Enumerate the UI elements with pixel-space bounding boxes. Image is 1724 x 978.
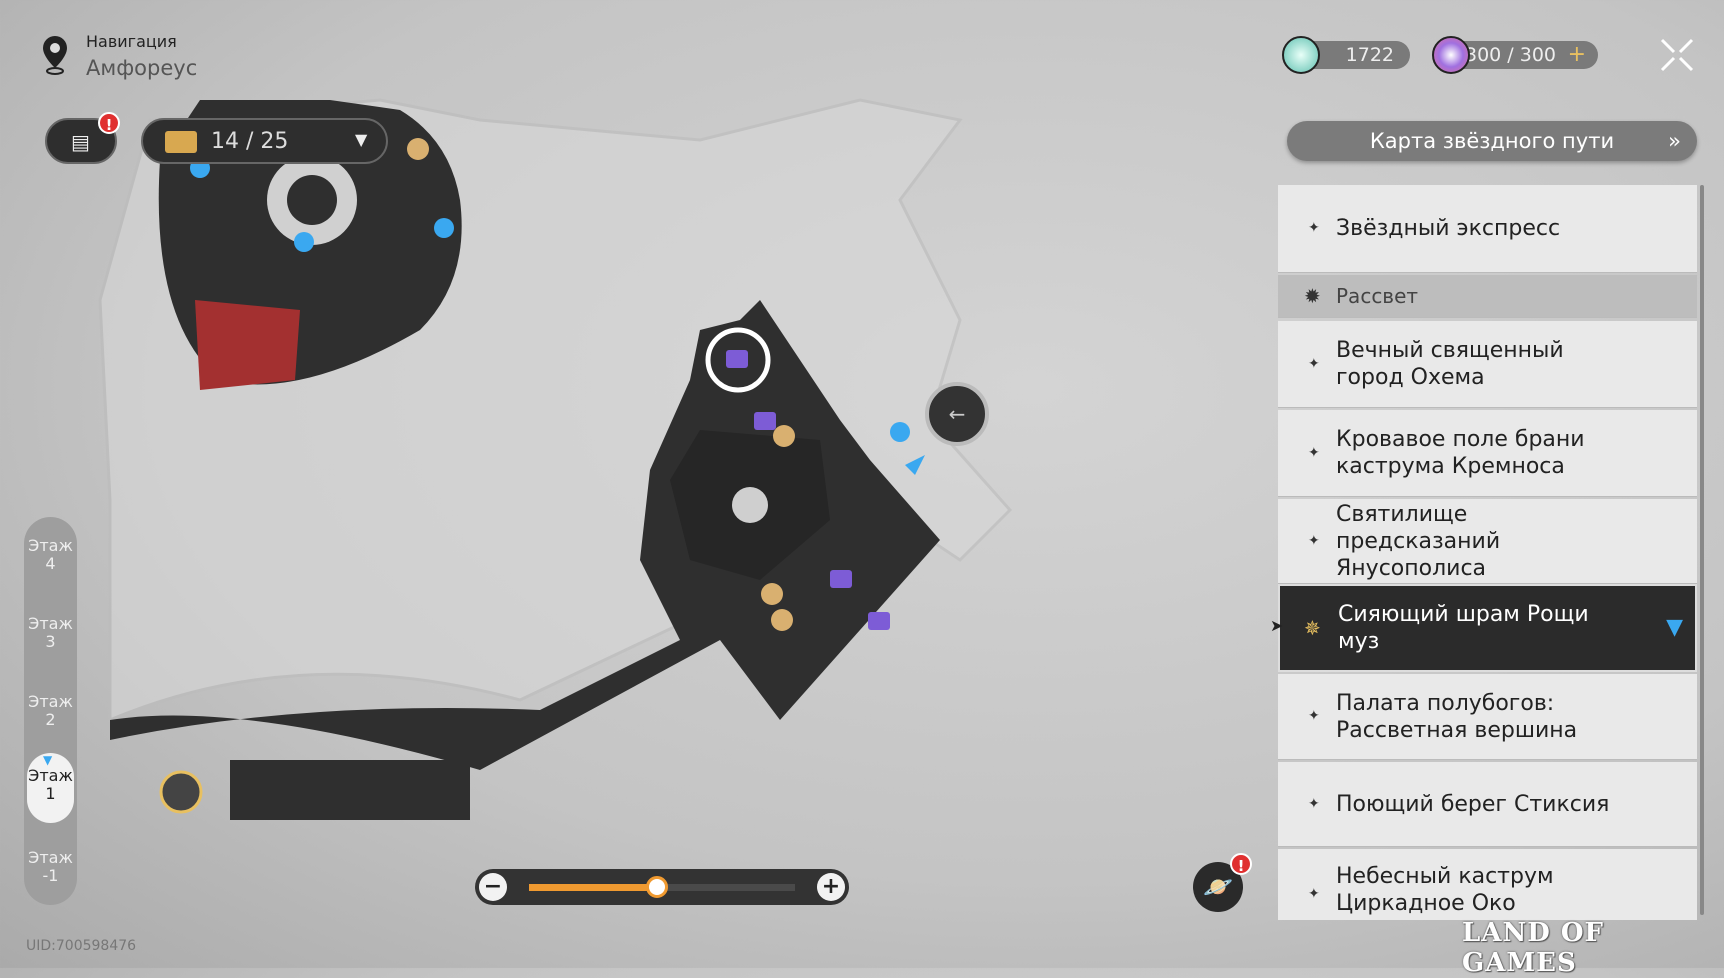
player-arrow-icon — [905, 455, 925, 475]
area-item[interactable]: ✦Святилище предсказаний Янусополиса — [1278, 499, 1697, 584]
area-item[interactable]: ✦Вечный священный город Охема — [1278, 321, 1697, 408]
floor-2[interactable]: Этаж 2 — [28, 692, 73, 729]
trailblaze-power-counter: 300 / 300 + — [1432, 36, 1598, 74]
area-item-selected[interactable]: ✵Сияющий шрам Рощи муз▼ — [1278, 584, 1697, 672]
zoom-out-button[interactable]: − — [479, 873, 507, 901]
star-path-map-button[interactable]: Карта звёздного пути » — [1287, 121, 1697, 161]
area-item[interactable]: ✦Кровавое поле брани каструма Кремноса — [1278, 410, 1697, 497]
chest-count: 14 / 25 — [211, 129, 289, 154]
fuel-counter[interactable]: 1722 — [1282, 36, 1410, 74]
space-anchor-icon: ✵ — [1304, 615, 1321, 640]
navigation-title: Навигация — [86, 32, 177, 51]
power-value: 300 / 300 — [1464, 44, 1556, 66]
alert-badge: ! — [98, 112, 120, 134]
chest-marker-icon — [868, 612, 890, 630]
region-header: ✹Рассвет — [1278, 275, 1697, 318]
warp-marker-icon — [434, 218, 454, 238]
treasure-markers — [726, 350, 890, 630]
chest-marker-icon — [726, 350, 748, 368]
uid-label: UID:700598476 — [26, 938, 137, 954]
fuel-orb-icon — [1282, 36, 1320, 74]
puzzle-marker-icon — [771, 609, 793, 631]
close-icon — [1660, 38, 1694, 72]
zoom-in-button[interactable]: + — [817, 873, 845, 901]
selection-pointer-icon: ➤ — [1270, 616, 1284, 635]
chevron-down-icon: ▼ — [355, 130, 368, 149]
svg-text:←: ← — [949, 402, 966, 426]
current-location-icon: ▼ — [1666, 615, 1683, 640]
floor-minus-1[interactable]: Этаж -1 — [28, 848, 73, 885]
mission-log-button[interactable]: ▤ — [45, 118, 117, 164]
star-path-label: Карта звёздного пути — [1369, 129, 1615, 153]
list-scrollbar[interactable] — [1700, 185, 1704, 915]
selection-ring — [705, 327, 771, 393]
close-button[interactable] — [1658, 36, 1696, 74]
watermark: LAND OF GAMES — [1462, 918, 1604, 978]
area-list: ✦Звёздный экспресс ✹Рассвет ✦Вечный свящ… — [1278, 185, 1697, 920]
area-item[interactable]: ✦Палата полубогов: Рассветная вершина — [1278, 674, 1697, 760]
sun-icon: ✹ — [1304, 283, 1321, 308]
restricted-area — [195, 300, 300, 390]
planet-icon: 🪐 — [1203, 873, 1233, 901]
map-pin-icon — [40, 34, 70, 80]
alert-badge: ! — [1230, 853, 1252, 875]
floor-selector: Этаж 4 Этаж 3 Этаж 2 Этаж 1 ▼ Этаж -1 — [24, 517, 77, 905]
chest-icon — [165, 131, 197, 153]
location-name: Амфореус — [86, 56, 198, 80]
floor-1-selected[interactable]: Этаж 1 — [27, 753, 74, 823]
clipboard-icon: ▤ — [71, 130, 90, 154]
floor-4[interactable]: Этаж 4 — [28, 536, 73, 573]
warp-marker-icon — [890, 422, 910, 442]
zoom-track[interactable] — [529, 876, 795, 898]
power-orb-icon — [1432, 36, 1470, 74]
treasure-counter-dropdown[interactable]: 14 / 25 ▼ — [141, 118, 388, 164]
zoom-fill — [529, 884, 657, 891]
chest-marker-icon — [830, 570, 852, 588]
double-chevron-icon: » — [1668, 129, 1681, 153]
puzzle-marker-icon — [761, 583, 783, 605]
add-power-button[interactable]: + — [1567, 42, 1586, 67]
space-anchor-icon — [159, 770, 203, 814]
exit-marker-icon — [925, 382, 989, 446]
chest-marker-icon — [754, 412, 776, 430]
star-icon: ✦ — [1308, 220, 1320, 236]
current-floor-icon: ▼ — [43, 753, 53, 767]
zoom-slider-handle[interactable] — [645, 876, 668, 898]
area-item[interactable]: ✦Поющий берег Стиксия — [1278, 762, 1697, 847]
zoom-control: − + — [475, 869, 849, 905]
puzzle-marker-icon — [407, 138, 429, 160]
warp-marker-icon — [294, 232, 314, 252]
floor-3[interactable]: Этаж 3 — [28, 614, 73, 651]
area-item[interactable]: ✦Небесный каструм Циркадное Око — [1278, 849, 1697, 920]
puzzle-marker-icon — [773, 425, 795, 447]
area-item[interactable]: ✦Звёздный экспресс — [1278, 185, 1697, 273]
fuel-value: 1722 — [1345, 44, 1394, 66]
